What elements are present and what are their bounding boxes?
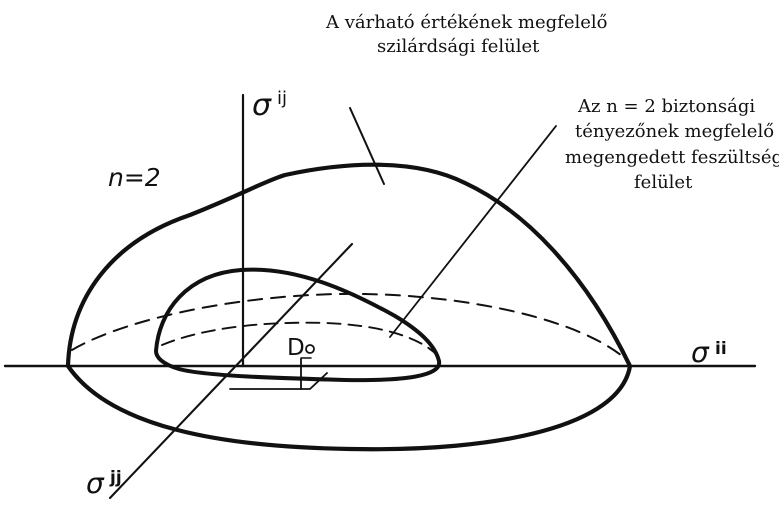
expected-strength-surface-outline xyxy=(65,162,633,452)
top-label-leader-line xyxy=(349,107,385,185)
stress-point-marker xyxy=(305,344,315,354)
right-label-line-1: Az n = 2 biztonsági xyxy=(577,96,755,117)
horizontal-axis-index-label: ii xyxy=(715,339,727,359)
top-label-line-2: szilárdsági felület xyxy=(377,36,540,57)
right-label-line-4: felület xyxy=(634,172,693,193)
diagonal-axis-index-label: jj xyxy=(109,468,122,488)
allowable-stress-surface-outline xyxy=(154,267,442,383)
vertical-axis-index-label: ij xyxy=(277,88,287,109)
diagonal-axis-sigma-label: σ xyxy=(86,467,105,500)
horizontal-axis-sigma-label: σ xyxy=(691,336,710,369)
expected-surface-dashed-section xyxy=(71,292,628,361)
right-label-leader-line xyxy=(389,125,557,338)
vertical-axis-sigma-label: σ xyxy=(252,88,272,123)
diagonal-axis xyxy=(108,242,354,500)
top-label-line-1: A várható értékének megfelelő xyxy=(325,12,607,33)
allowable-surface-dashed-section xyxy=(161,321,439,357)
point-label-d: D xyxy=(287,335,305,361)
safety-factor-label: n=2 xyxy=(108,163,161,192)
right-label-line-3: megengedett feszültségi xyxy=(565,147,779,168)
point-projection-front xyxy=(229,372,328,390)
right-label-line-2: tényezőnek megfelelő xyxy=(575,121,774,142)
